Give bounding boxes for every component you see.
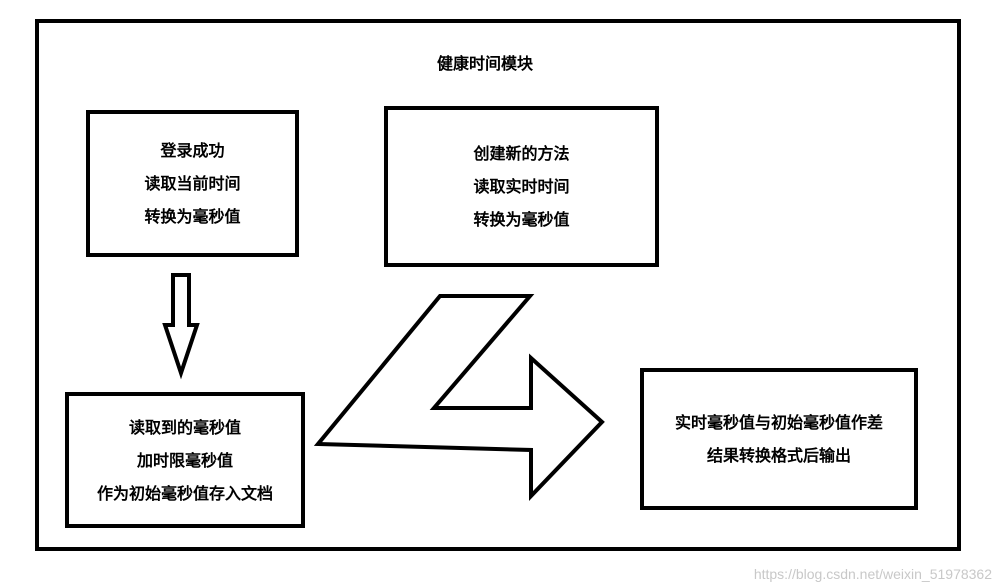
watermark-text: https://blog.csdn.net/weixin_51978362 — [753, 566, 992, 582]
zigzag-arrow-icon — [313, 294, 605, 501]
create-method-box: 创建新的方法 读取实时时间 转换为毫秒值 — [384, 106, 659, 267]
read-box-line-2: 加时限毫秒值 — [136, 450, 233, 470]
result-box-line-2: 结果转换格式后输出 — [706, 446, 851, 465]
create-box-line-2: 读取实时时间 — [473, 177, 570, 196]
down-arrow-icon — [162, 273, 200, 380]
login-box-line-3: 转换为毫秒值 — [144, 207, 241, 226]
result-box-line-1: 实时毫秒值与初始毫秒值作差 — [674, 413, 883, 432]
diagram-title: 健康时间模块 — [436, 54, 533, 73]
result-box: 实时毫秒值与初始毫秒值作差 结果转换格式后输出 — [640, 368, 918, 510]
create-box-line-3: 转换为毫秒值 — [473, 210, 570, 229]
read-box-line-1: 读取到的毫秒值 — [128, 417, 241, 437]
login-box-line-2: 读取当前时间 — [144, 174, 241, 193]
login-box-line-1: 登录成功 — [160, 141, 225, 160]
stored-millis-box: 读取到的毫秒值 加时限毫秒值 作为初始毫秒值存入文档 — [65, 392, 305, 528]
module-frame — [35, 19, 961, 551]
create-box-line-1: 创建新的方法 — [473, 144, 570, 163]
read-box-line-3: 作为初始毫秒值存入文档 — [96, 483, 273, 503]
login-box: 登录成功 读取当前时间 转换为毫秒值 — [86, 110, 299, 257]
